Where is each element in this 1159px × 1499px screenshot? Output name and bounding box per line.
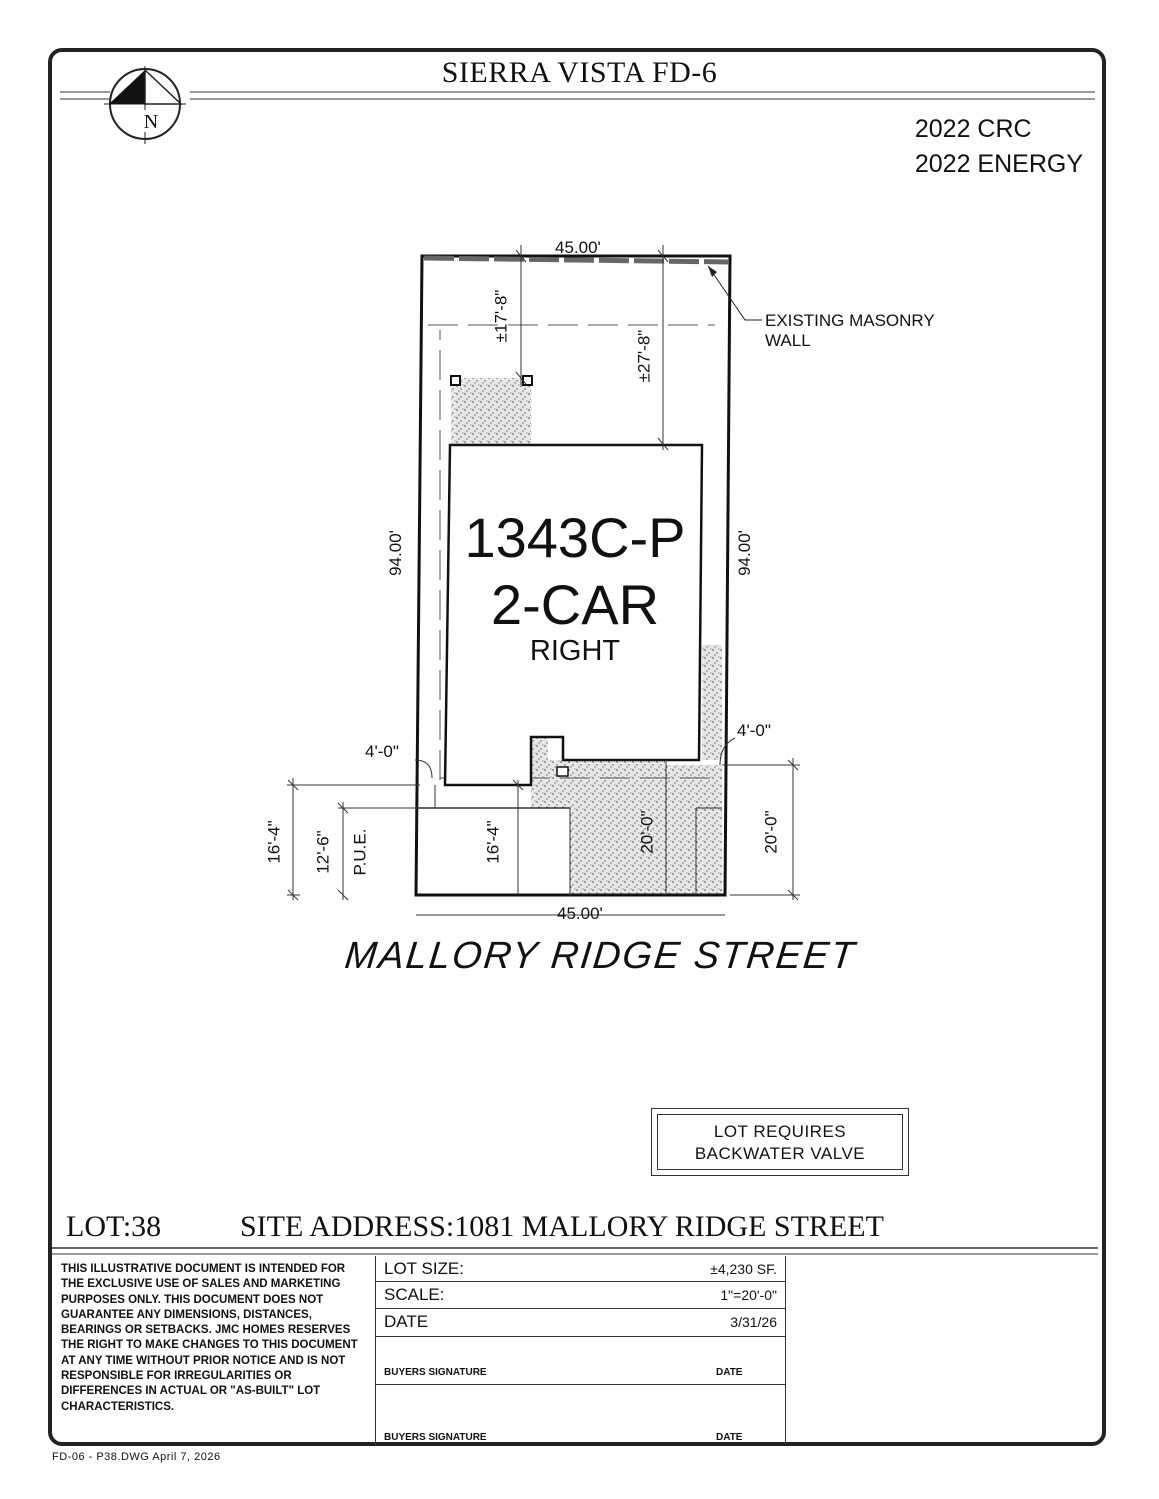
site-plan-drawing [287, 245, 800, 916]
dim-setback-left: 4'-0" [365, 742, 399, 761]
dim-setback-right: 4'-0" [737, 721, 771, 740]
dim-right: 94.00' [734, 530, 754, 576]
sheet-border [48, 48, 1106, 1446]
north-arrow-icon: N [104, 66, 186, 144]
lot-info-table: LOT SIZE: ±4,230 SF. SCALE: 1"=20'-0" DA… [375, 1256, 786, 1446]
garage-type: 2-CAR [490, 573, 660, 636]
site-address: SITE ADDRESS:1081 MALLORY RIDGE STREET [240, 1210, 884, 1243]
pue-label: P.U.E. [350, 828, 370, 876]
dim-left: 94.00' [385, 530, 405, 576]
dim-driveway-20: 20'-0" [637, 810, 657, 854]
date-row: DATE 3/31/26 [376, 1309, 785, 1337]
address-rule-lines [52, 1247, 1098, 1255]
backwater-note: LOT REQUIRES BACKWATER VALVE [651, 1108, 909, 1176]
code-references: 2022 CRC 2022 ENERGY [915, 112, 1083, 182]
dim-top: 45.00' [555, 238, 601, 257]
scale-row: SCALE: 1"=20'-0" [376, 1282, 785, 1309]
drawing-file-footer: FD-06 - P38.DWG April 7, 2026 [52, 1451, 221, 1463]
driveway-right-concrete [665, 765, 722, 895]
signature-row-1[interactable]: BUYERS SIGNATURE DATE [376, 1337, 785, 1385]
wall-note: EXISTING MASONRY WALL [765, 311, 935, 350]
code-energy: 2022 ENERGY [914, 150, 1083, 178]
dim-pue-12: 12'-6" [313, 830, 333, 874]
title-rule-lines [60, 91, 1095, 100]
disclaimer-text: THIS ILLUSTRATIVE DOCUMENT IS INTENDED F… [61, 1263, 358, 1413]
dim-bottom: 45.00' [557, 904, 603, 923]
orientation: RIGHT [529, 635, 621, 667]
masonry-wall [423, 255, 730, 265]
dim-front-16-outer: 16'-4" [264, 820, 284, 864]
lot-boundary [414, 254, 732, 897]
signature-row-2[interactable]: BUYERS SIGNATURE DATE [384, 1432, 743, 1443]
house-footprint [443, 443, 704, 787]
compass-letter: N [144, 111, 158, 133]
plan-name: 1343C-P [464, 506, 686, 569]
street-name: MALLORY RIDGE STREET [342, 935, 859, 977]
code-crc: 2022 CRC [914, 115, 1032, 143]
side-walk-concrete [702, 645, 722, 760]
dim-front-20-outer: 20'-0" [761, 810, 781, 854]
patio-concrete [451, 378, 531, 445]
dim-rear-17: ±17'-8" [491, 289, 511, 343]
lot-size-row: LOT SIZE: ±4,230 SF. [376, 1256, 785, 1282]
dim-front-16-inner: 16'-4" [483, 820, 503, 864]
dim-rear-27: ±27'-8" [634, 329, 654, 383]
project-title: SIERRA VISTA FD-6 [441, 56, 718, 89]
lot-number: LOT:38 [66, 1210, 162, 1243]
